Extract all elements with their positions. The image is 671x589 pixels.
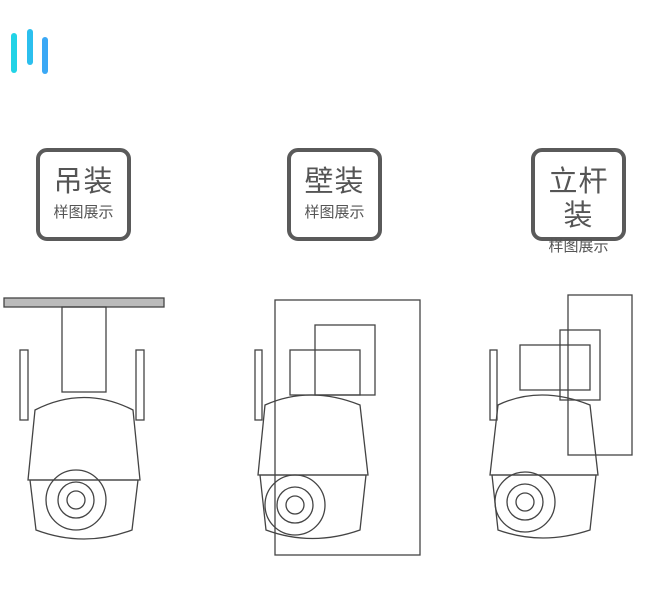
ceiling-mount-badge: 吊装 样图展示 (36, 148, 131, 241)
pole-mount-camera-illustration (489, 294, 633, 539)
badge-title: 立杆装 (548, 164, 609, 232)
badge-title: 吊装 (53, 164, 114, 198)
pole-mount-badge: 立杆装 样图展示 (531, 148, 626, 255)
badge-title: 壁装 (304, 164, 365, 198)
ceiling-mount-camera-illustration (3, 297, 165, 540)
badge-subtitle: 样图展示 (304, 203, 365, 221)
badge-subtitle: 样图展示 (548, 237, 609, 255)
logo-bar (11, 33, 17, 73)
wall-mount-badge: 壁装 样图展示 (287, 148, 382, 241)
logo-bar (27, 29, 33, 65)
badge-subtitle: 样图展示 (53, 203, 114, 221)
wall-mount-camera-illustration (254, 299, 421, 556)
logo-bar (42, 37, 48, 74)
